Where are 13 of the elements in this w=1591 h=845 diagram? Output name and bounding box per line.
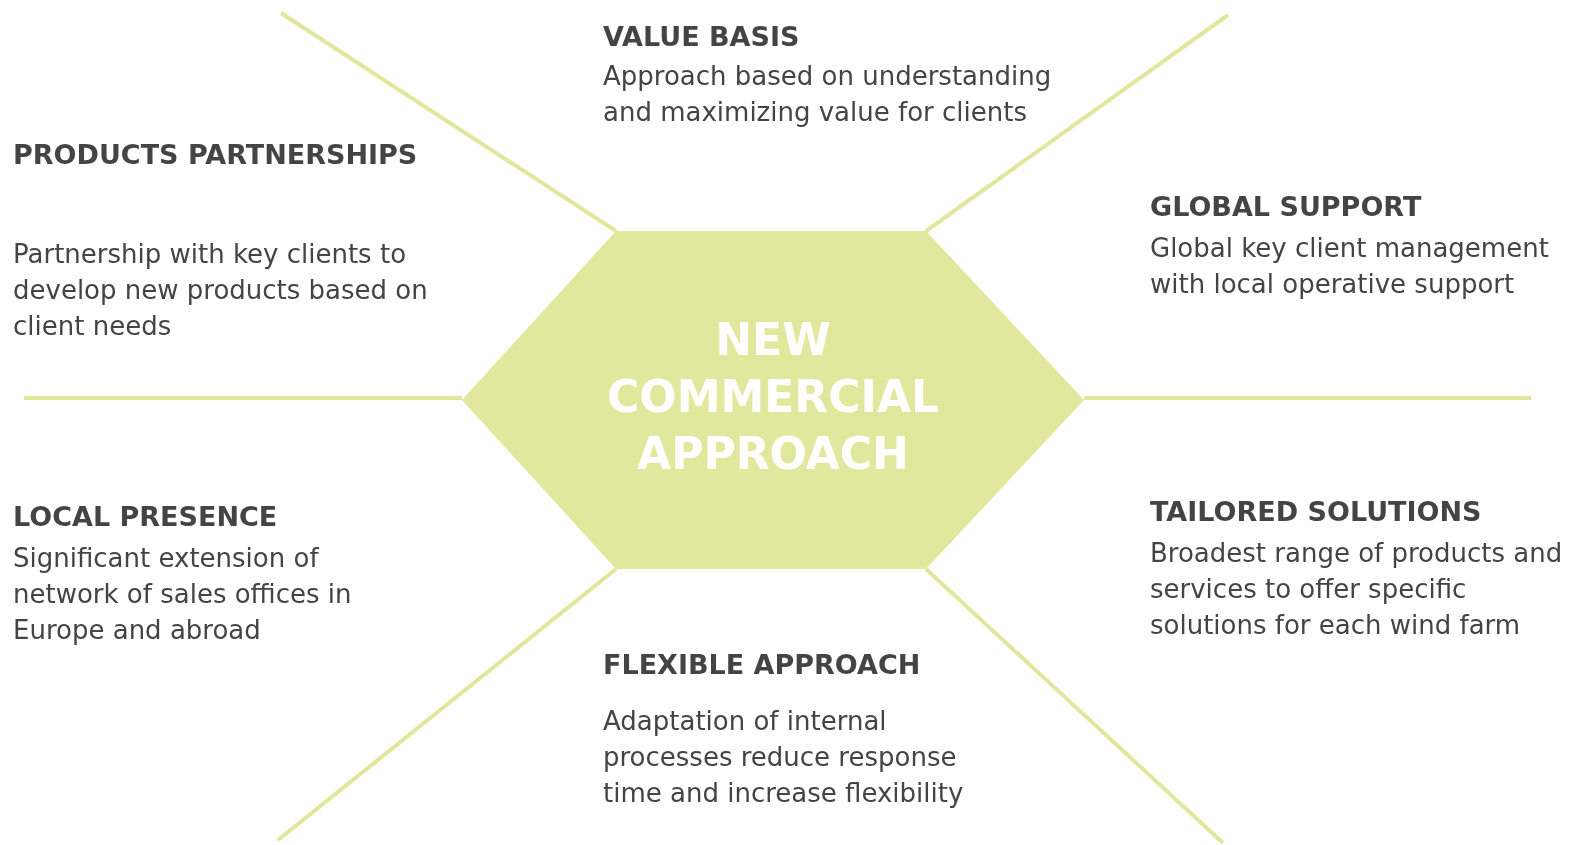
- description-text: Broadest range of products and services to offer specific solutions for each wind farm: [1150, 537, 1564, 642]
- section-heading: GLOBAL SUPPORT: [1150, 190, 1422, 224]
- description-text: Adaptation of internal processes reduce response time and increase flexibility: [603, 705, 965, 810]
- section-heading: TAILORED SOLUTIONS: [1150, 495, 1482, 529]
- section-heading: FLEXIBLE APPROACH: [603, 648, 921, 682]
- section-heading: VALUE BASIS: [603, 20, 800, 54]
- hexagon-title: NEW COMMERCIAL APPROACH: [606, 313, 940, 481]
- section-heading: PRODUCTS PARTNERSHIPS: [13, 138, 418, 172]
- description-text: Partnership with key clients to develop new products based on client needs: [13, 238, 429, 343]
- description-text: Approach based on understanding and maximizing value for clients: [603, 60, 1053, 129]
- description-text: Significant extension of network of sales offices in Europe and abroad: [13, 542, 353, 647]
- section-heading: LOCAL PRESENCE: [13, 500, 278, 534]
- description-text: Global key client management with local operative support: [1150, 232, 1550, 301]
